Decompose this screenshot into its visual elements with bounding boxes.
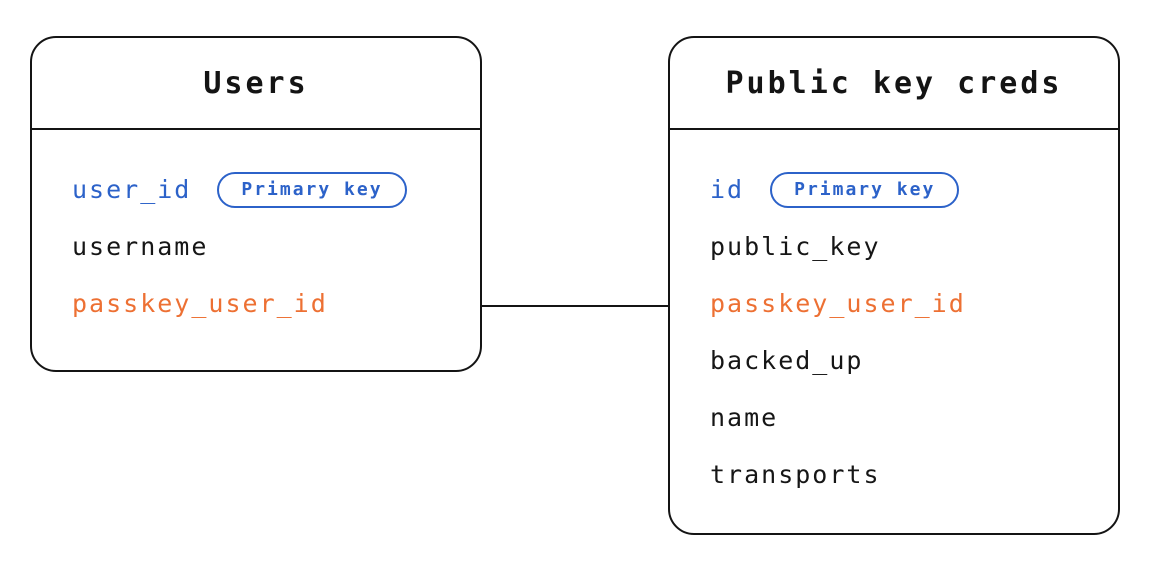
table-users-header: Users <box>32 38 480 130</box>
primary-key-badge: Primary key <box>217 171 407 208</box>
field-row-passkey-user-id: passkey_user_id <box>72 275 480 332</box>
field-row-transports: transports <box>710 446 1118 503</box>
field-row-public-key: public_key <box>710 218 1118 275</box>
field-name: backed_up <box>710 346 864 375</box>
field-row-backed-up: backed_up <box>710 332 1118 389</box>
field-name: name <box>710 403 779 432</box>
table-users-body: user_id Primary key username passkey_use… <box>32 130 480 332</box>
table-public-key-creds-title: Public key creds <box>725 65 1063 101</box>
table-users-title: Users <box>203 65 309 101</box>
table-users: Users user_id Primary key username passk… <box>30 36 482 372</box>
table-public-key-creds-body: id Primary key public_key passkey_user_i… <box>670 130 1118 503</box>
field-row-username: username <box>72 218 480 275</box>
relationship-line <box>482 305 668 307</box>
primary-key-badge: Primary key <box>770 171 960 208</box>
field-row-passkey-user-id: passkey_user_id <box>710 275 1118 332</box>
table-public-key-creds-header: Public key creds <box>670 38 1118 130</box>
field-row-name: name <box>710 389 1118 446</box>
field-name: passkey_user_id <box>710 289 966 318</box>
field-name: public_key <box>710 232 881 261</box>
field-name: passkey_user_id <box>72 289 328 318</box>
field-name: user_id <box>72 175 192 204</box>
field-name: transports <box>710 460 881 489</box>
field-row-user-id: user_id Primary key <box>72 161 480 218</box>
field-name: username <box>72 232 209 261</box>
table-public-key-creds: Public key creds id Primary key public_k… <box>668 36 1120 535</box>
field-row-id: id Primary key <box>710 161 1118 218</box>
field-name: id <box>710 175 745 204</box>
